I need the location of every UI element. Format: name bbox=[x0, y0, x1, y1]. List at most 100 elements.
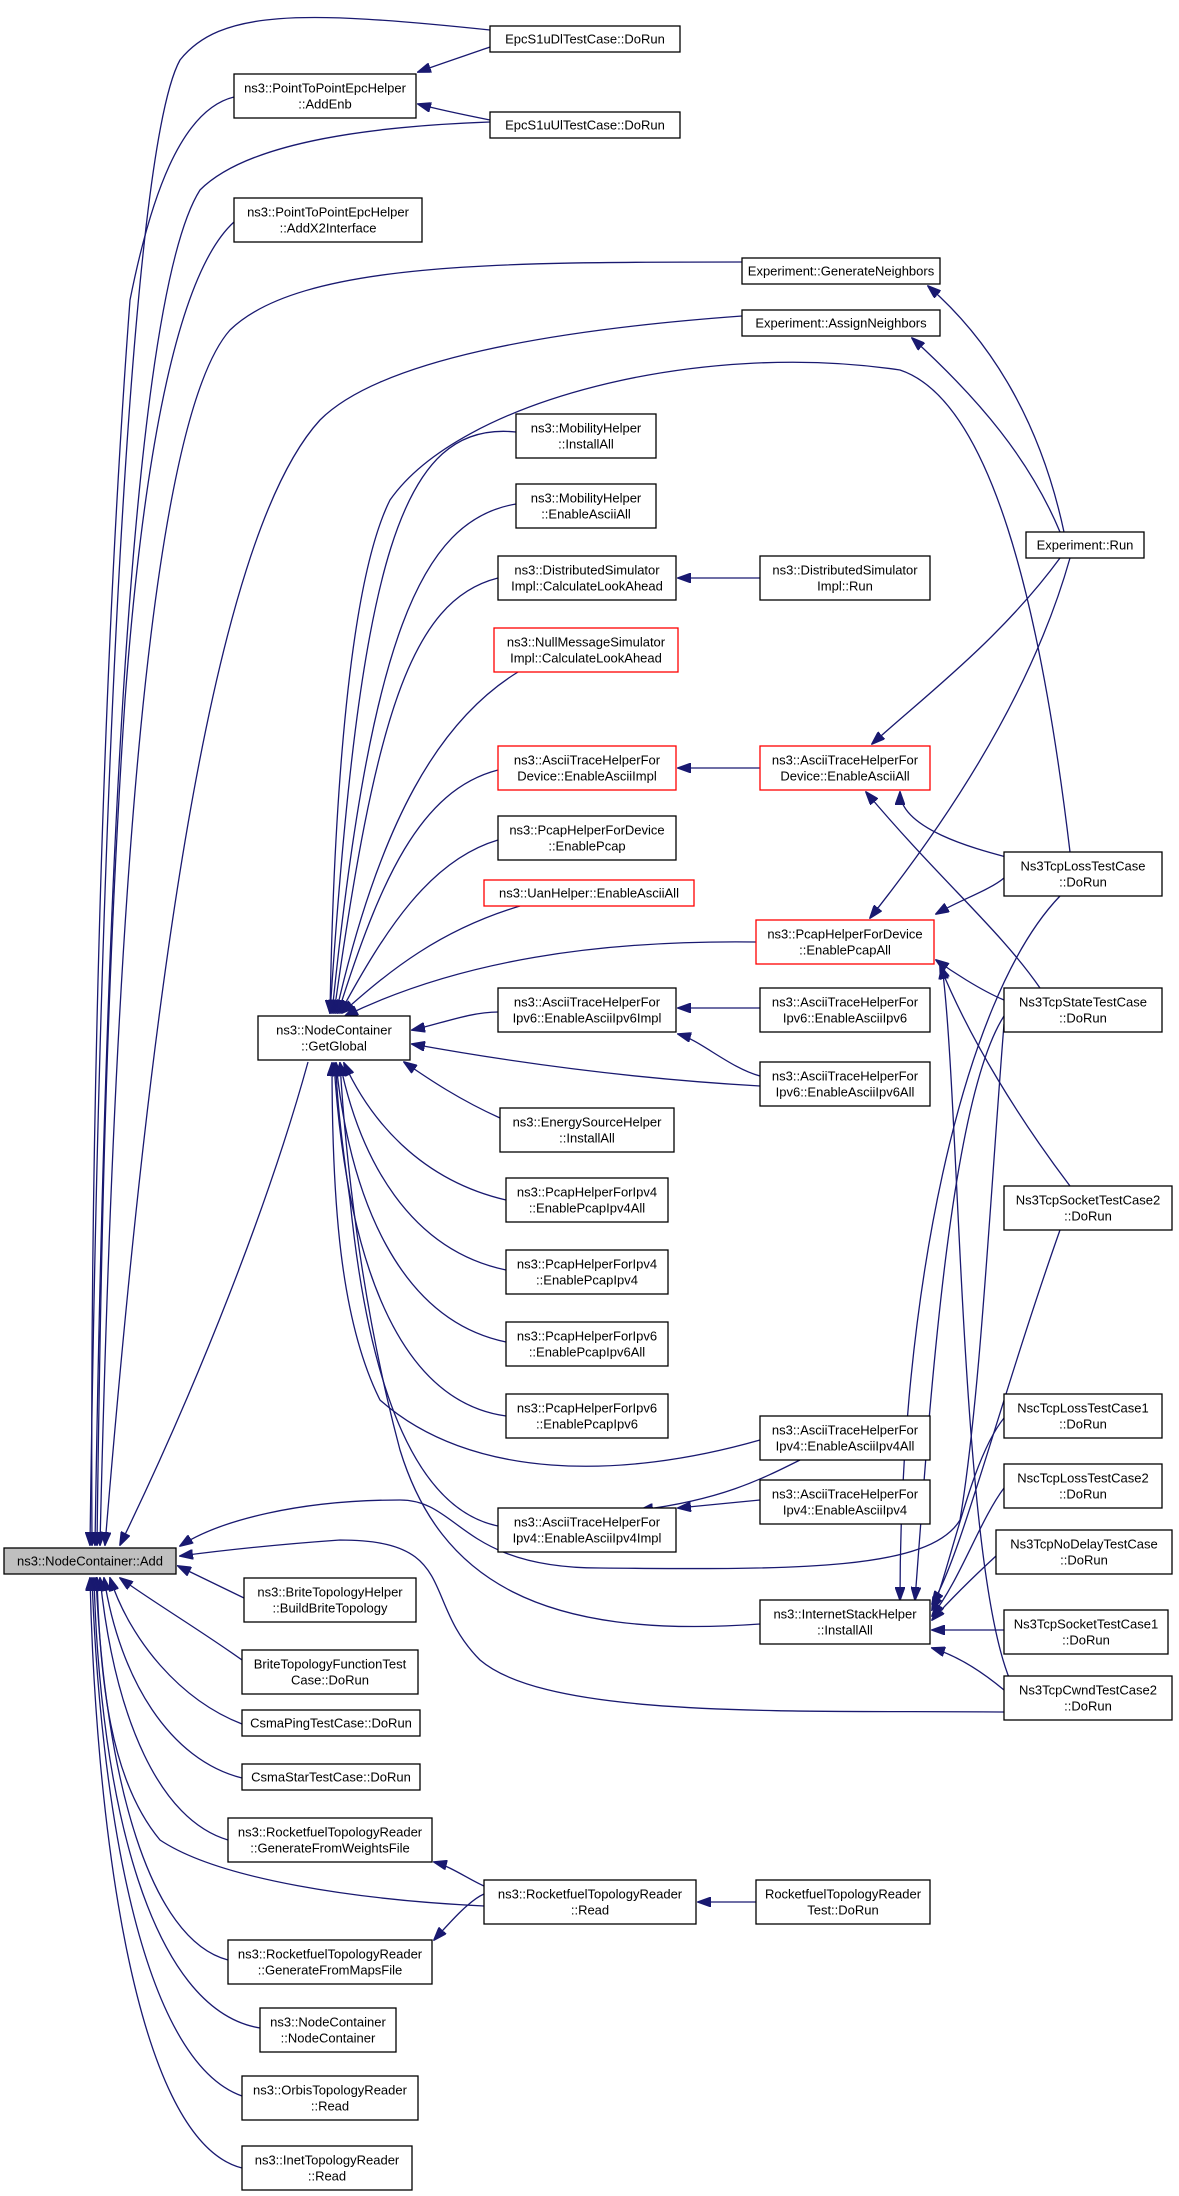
node-label: ns3::NodeContainer bbox=[270, 2015, 386, 2030]
node-getglobal[interactable]: ns3::NodeContainer::GetGlobal bbox=[257, 1015, 411, 1061]
node-label: ns3::AsciiTraceHelperFor bbox=[772, 1069, 919, 1084]
node-nc_ctor[interactable]: ns3::NodeContainer::NodeContainer bbox=[259, 2007, 397, 2053]
node-rf_weights[interactable]: ns3::RocketfuelTopologyReader::GenerateF… bbox=[227, 1817, 433, 1863]
node-tcpsock1[interactable]: Ns3TcpSocketTestCase1::DoRun bbox=[1003, 1609, 1169, 1655]
node-box bbox=[489, 25, 681, 53]
node-label: ::EnablePcapIpv6All bbox=[529, 1345, 645, 1360]
node-atipv4_all[interactable]: ns3::AsciiTraceHelperForIpv4::EnableAsci… bbox=[759, 1415, 931, 1461]
node-label: ns3::BriteTopologyHelper bbox=[257, 1585, 403, 1600]
node-box bbox=[489, 111, 681, 139]
edge-tcploss-to-pcapdev_all bbox=[936, 877, 1005, 914]
node-exp_genneigh[interactable]: Experiment::GenerateNeighbors bbox=[741, 257, 941, 285]
node-atipv6_all[interactable]: ns3::AsciiTraceHelperForIpv6::EnableAsci… bbox=[759, 1061, 931, 1107]
node-null_calc[interactable]: ns3::NullMessageSimulatorImpl::Calculate… bbox=[493, 627, 679, 673]
node-brite_build[interactable]: ns3::BriteTopologyHelper::BuildBriteTopo… bbox=[243, 1577, 417, 1623]
node-box bbox=[1003, 1675, 1173, 1721]
node-exp_run[interactable]: Experiment::Run bbox=[1025, 531, 1145, 559]
edge-pcapdev-to-getglobal bbox=[340, 839, 499, 1013]
edge-tcpnodelay-to-inetstack bbox=[932, 1555, 997, 1620]
node-p2p_addenb[interactable]: ns3::PointToPointEpcHelper::AddEnb bbox=[233, 73, 417, 119]
node-label: Ns3TcpSocketTestCase2 bbox=[1016, 1193, 1161, 1208]
node-box bbox=[1003, 987, 1163, 1033]
node-label: ns3::DistributedSimulator bbox=[514, 563, 660, 578]
edge-tcploss-to-inetstack bbox=[900, 895, 1061, 1600]
node-mob_install[interactable]: ns3::MobilityHelper::InstallAll bbox=[515, 413, 657, 459]
node-atipv4_impl[interactable]: ns3::AsciiTraceHelperForIpv4::EnableAsci… bbox=[497, 1507, 677, 1553]
node-label: ::GetGlobal bbox=[301, 1039, 367, 1054]
node-pcap4[interactable]: ns3::PcapHelperForIpv4::EnablePcapIpv4 bbox=[505, 1249, 669, 1295]
edge-tcploss-to-getglobal bbox=[330, 361, 1071, 1013]
node-box bbox=[227, 1939, 433, 1985]
node-csmastar[interactable]: CsmaStarTestCase::DoRun bbox=[241, 1763, 421, 1791]
edge-epc_ul-to-p2p_addenb bbox=[418, 104, 491, 121]
edge-getglobal-to-add bbox=[120, 1061, 309, 1545]
node-atdev_all[interactable]: ns3::AsciiTraceHelperForDevice::EnableAs… bbox=[759, 745, 931, 791]
node-label: ::EnablePcapIpv4All bbox=[529, 1201, 645, 1216]
node-dist_calc[interactable]: ns3::DistributedSimulatorImpl::Calculate… bbox=[497, 555, 677, 601]
node-label: ::DoRun bbox=[1059, 1011, 1107, 1026]
node-epc_dl[interactable]: EpcS1uDlTestCase::DoRun bbox=[489, 25, 681, 53]
node-label: EpcS1uUlTestCase::DoRun bbox=[505, 118, 665, 133]
node-inetstack[interactable]: ns3::InternetStackHelper::InstallAll bbox=[759, 1599, 931, 1645]
node-box bbox=[759, 745, 931, 791]
node-box bbox=[233, 73, 417, 119]
edge-inet_read-to-add bbox=[90, 1578, 243, 2169]
node-tcploss[interactable]: Ns3TcpLossTestCase::DoRun bbox=[1003, 851, 1163, 897]
edge-mob_ascii-to-getglobal bbox=[332, 503, 517, 1013]
node-label: ns3::RocketfuelTopologyReader bbox=[238, 1825, 423, 1840]
node-rf_read[interactable]: ns3::RocketfuelTopologyReader::Read bbox=[483, 1879, 697, 1925]
node-label: ns3::PcapHelperForIpv4 bbox=[517, 1257, 657, 1272]
edge-csmastar-to-add bbox=[104, 1578, 243, 1779]
node-mob_ascii[interactable]: ns3::MobilityHelper::EnableAsciiAll bbox=[515, 483, 657, 529]
node-atipv4[interactable]: ns3::AsciiTraceHelperForIpv4::EnableAsci… bbox=[759, 1479, 931, 1525]
node-box bbox=[1003, 851, 1163, 897]
node-inet_read[interactable]: ns3::InetTopologyReader::Read bbox=[241, 2145, 413, 2191]
node-atdev_impl[interactable]: ns3::AsciiTraceHelperForDevice::EnableAs… bbox=[497, 745, 677, 791]
edge-tcpcwnd2-to-inetstack bbox=[932, 1648, 1005, 1691]
node-epc_ul[interactable]: EpcS1uUlTestCase::DoRun bbox=[489, 111, 681, 139]
node-add[interactable]: ns3::NodeContainer::Add bbox=[3, 1547, 177, 1575]
edge-exp_run-to-exp_assign bbox=[912, 338, 1061, 533]
node-csmaping[interactable]: CsmaPingTestCase::DoRun bbox=[241, 1709, 421, 1737]
node-pcap4_all[interactable]: ns3::PcapHelperForIpv4::EnablePcapIpv4Al… bbox=[505, 1177, 669, 1223]
node-rf_maps[interactable]: ns3::RocketfuelTopologyReader::GenerateF… bbox=[227, 1939, 433, 1985]
node-box bbox=[241, 2075, 419, 2121]
node-label: ns3::AsciiTraceHelperFor bbox=[772, 1423, 919, 1438]
node-pcapdev[interactable]: ns3::PcapHelperForDevice::EnablePcap bbox=[497, 815, 677, 861]
edge-exp_assign-to-add bbox=[105, 315, 743, 1545]
node-tcpstate[interactable]: Ns3TcpStateTestCase::DoRun bbox=[1003, 987, 1163, 1033]
node-pcap6[interactable]: ns3::PcapHelperForIpv6::EnablePcapIpv6 bbox=[505, 1393, 669, 1439]
node-energy[interactable]: ns3::EnergySourceHelper::InstallAll bbox=[499, 1107, 675, 1153]
node-atipv6_impl[interactable]: ns3::AsciiTraceHelperForIpv6::EnableAsci… bbox=[497, 987, 677, 1033]
node-exp_assign[interactable]: Experiment::AssignNeighbors bbox=[741, 309, 941, 337]
node-box bbox=[241, 1763, 421, 1791]
node-label: ns3::AsciiTraceHelperFor bbox=[514, 753, 661, 768]
node-label: ::Read bbox=[571, 1903, 609, 1918]
edge-tcpstate-to-atdev_all bbox=[866, 792, 1041, 989]
edge-nsc2-to-inetstack bbox=[932, 1487, 1005, 1616]
node-p2p_addx2[interactable]: ns3::PointToPointEpcHelper::AddX2Interfa… bbox=[233, 197, 423, 243]
node-atipv6[interactable]: ns3::AsciiTraceHelperForIpv6::EnableAsci… bbox=[759, 987, 931, 1033]
edge-orbis-to-add bbox=[92, 1578, 243, 2097]
node-nsc1[interactable]: NscTcpLossTestCase1::DoRun bbox=[1003, 1393, 1163, 1439]
node-box bbox=[243, 1577, 417, 1623]
node-label: Ns3TcpLossTestCase bbox=[1021, 859, 1146, 874]
node-tcpnodelay[interactable]: Ns3TcpNoDelayTestCase::DoRun bbox=[995, 1529, 1173, 1575]
node-uan[interactable]: ns3::UanHelper::EnableAsciiAll bbox=[483, 879, 695, 907]
edge-dist_calc-to-getglobal bbox=[334, 577, 499, 1013]
node-label: Experiment::AssignNeighbors bbox=[755, 316, 927, 331]
node-nsc2[interactable]: NscTcpLossTestCase2::DoRun bbox=[1003, 1463, 1163, 1509]
node-pcap6_all[interactable]: ns3::PcapHelperForIpv6::EnablePcapIpv6Al… bbox=[505, 1321, 669, 1367]
node-box bbox=[1003, 1463, 1163, 1509]
node-label: ns3::AsciiTraceHelperFor bbox=[772, 995, 919, 1010]
node-tcpsock2[interactable]: Ns3TcpSocketTestCase2::DoRun bbox=[1003, 1185, 1173, 1231]
edge-tcploss-to-atdev_all bbox=[900, 792, 1011, 859]
node-orbis[interactable]: ns3::OrbisTopologyReader::Read bbox=[241, 2075, 419, 2121]
node-tcpcwnd2[interactable]: Ns3TcpCwndTestCase2::DoRun bbox=[1003, 1675, 1173, 1721]
node-box bbox=[497, 555, 677, 601]
node-label: ns3::EnergySourceHelper bbox=[513, 1115, 663, 1130]
node-pcapdev_all[interactable]: ns3::PcapHelperForDevice::EnablePcapAll bbox=[755, 919, 935, 965]
